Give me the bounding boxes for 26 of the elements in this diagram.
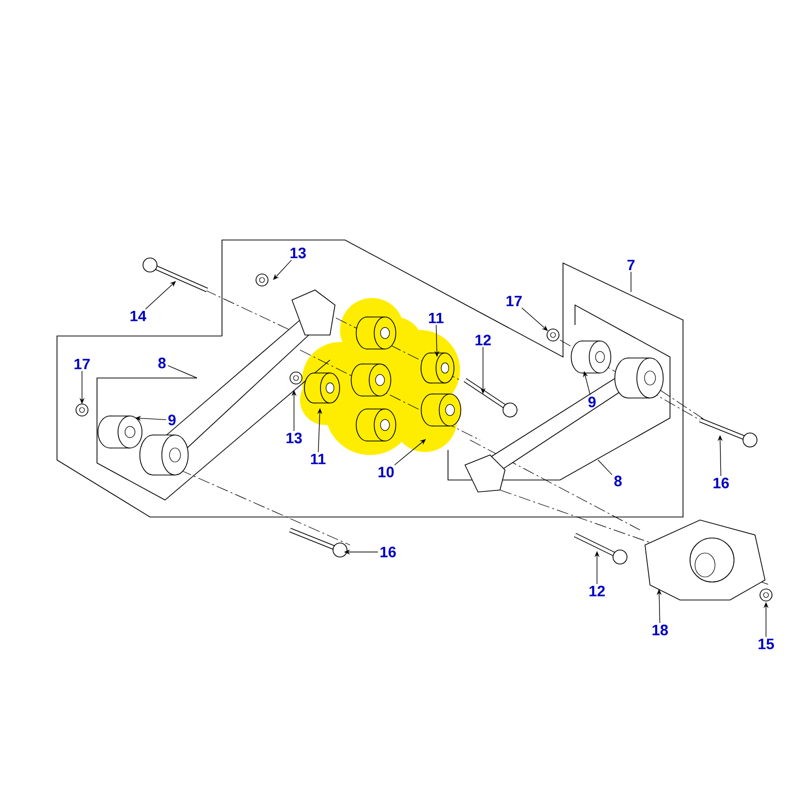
callout-number: 13 bbox=[286, 432, 302, 444]
callout-number: 17 bbox=[506, 296, 522, 306]
leader-line bbox=[394, 439, 426, 466]
leader-line bbox=[521, 308, 548, 331]
callout-number: 18 bbox=[652, 624, 668, 636]
leader-line bbox=[145, 281, 176, 310]
callout-number: 9 bbox=[588, 396, 596, 408]
callout-number: 12 bbox=[590, 586, 605, 596]
callout-number: 17 bbox=[74, 358, 90, 370]
leader-line bbox=[630, 272, 632, 292]
callout-number: 11 bbox=[429, 312, 444, 324]
callout-number: 8 bbox=[158, 358, 166, 368]
callout-number: 16 bbox=[714, 478, 729, 488]
leader-line bbox=[168, 365, 198, 378]
callout-number: 8 bbox=[614, 476, 622, 486]
callout-number: 7 bbox=[627, 260, 635, 270]
leader-line bbox=[598, 460, 612, 476]
callout-number: 9 bbox=[168, 414, 176, 426]
callout-number: 15 bbox=[758, 638, 774, 650]
callout-number: 11 bbox=[311, 454, 326, 464]
callout-number: 12 bbox=[476, 334, 491, 346]
callout-number: 14 bbox=[130, 310, 146, 322]
callout-number: 16 bbox=[380, 546, 396, 558]
callout-number: 10 bbox=[378, 466, 394, 478]
callout-number: 13 bbox=[290, 248, 306, 258]
leader-line bbox=[273, 260, 292, 280]
